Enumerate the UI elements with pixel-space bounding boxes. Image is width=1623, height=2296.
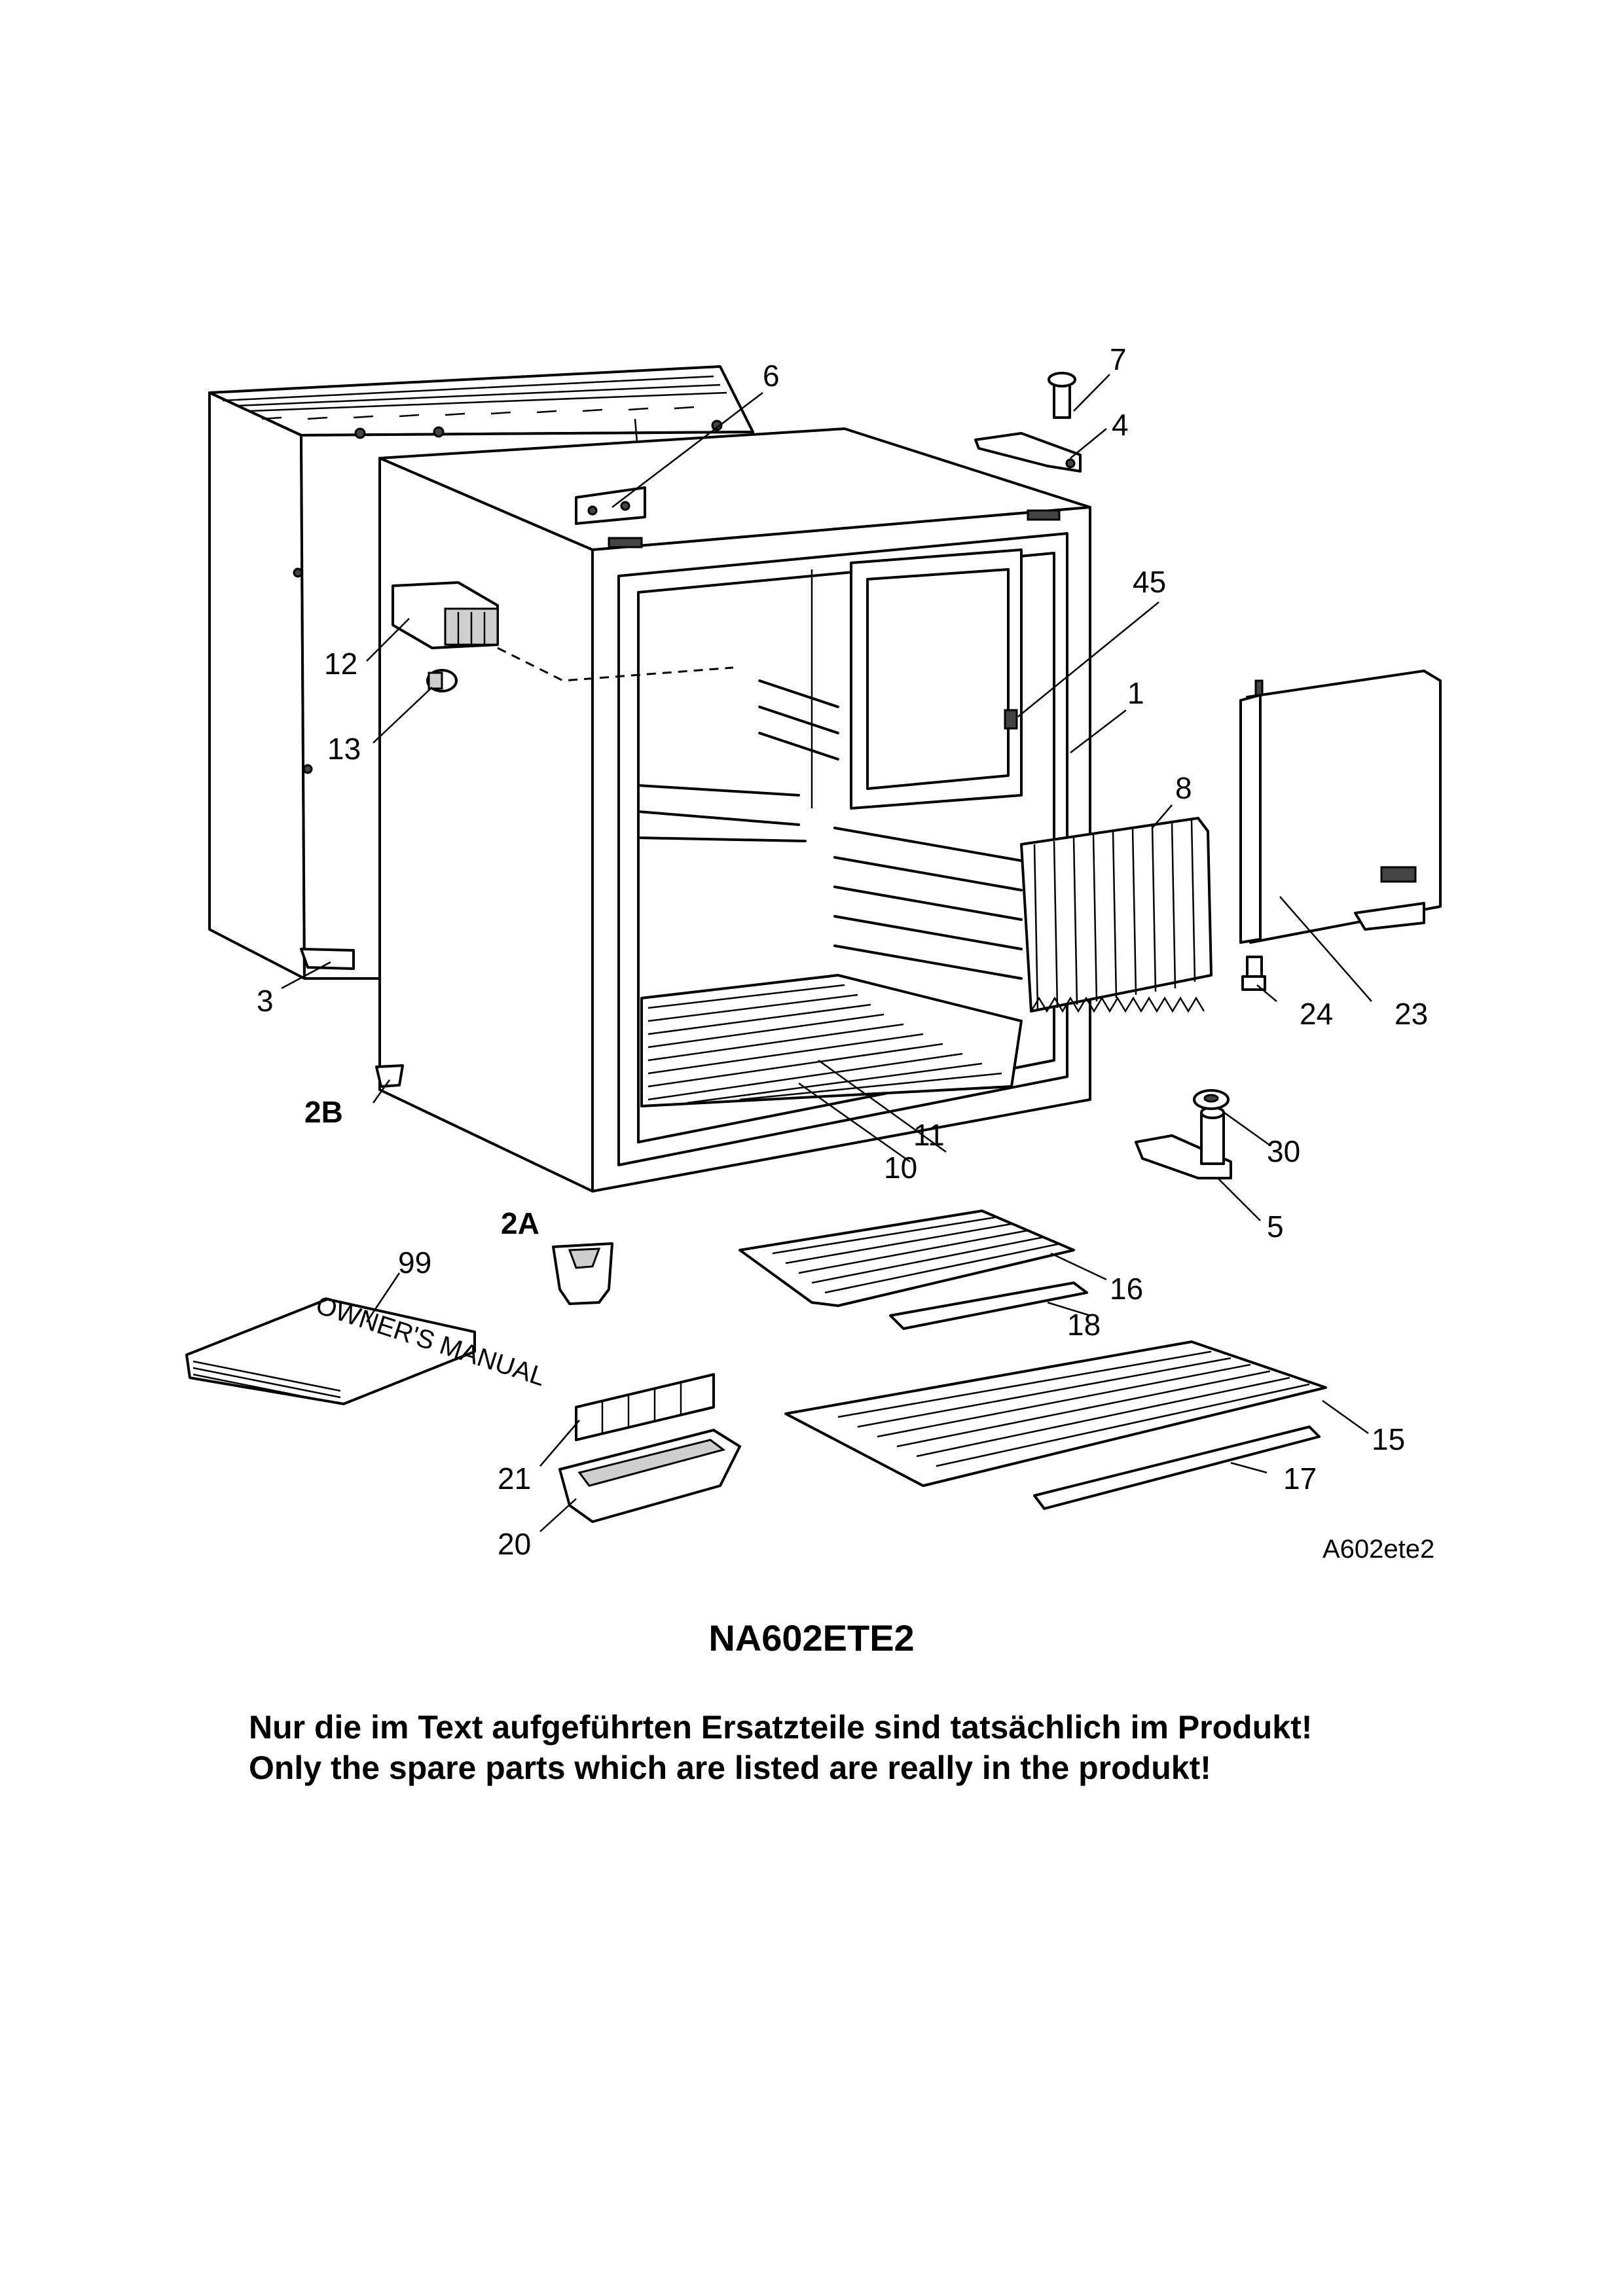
label-part-99: 99 [398,1246,431,1280]
part-labels: 6 7 4 45 1 8 12 13 3 2B 24 23 30 5 11 10… [257,342,1434,1564]
hinge-pin [1048,372,1076,419]
owners-manual: OWNER'S MANUAL [185,1291,549,1405]
small-rail [889,1282,1088,1330]
label-part-8: 8 [1175,771,1192,805]
label-part-17: 17 [1283,1462,1317,1496]
label-part-4: 4 [1112,408,1129,442]
label-part-3: 3 [257,984,274,1018]
label-part-23: 23 [1395,997,1428,1031]
label-part-30: 30 [1267,1134,1300,1168]
label-part-21: 21 [498,1462,531,1496]
label-part-15: 15 [1372,1422,1405,1456]
label-part-2b: 2B [304,1095,343,1129]
upper-hinge [974,432,1082,473]
label-part-12: 12 [324,647,357,681]
cabinet [378,427,1091,1193]
model-title: NA602ETE2 [708,1617,915,1659]
foot-2b [375,1064,404,1088]
label-part-1: 1 [1127,676,1144,710]
outer-casing [208,365,754,980]
note-german: Nur die im Text aufgeführten Ersatzteile… [249,1709,1313,1746]
label-part-16: 16 [1110,1272,1143,1306]
exploded-parts-diagram: OWNER'S MANUAL 6 7 4 45 1 8 12 13 [185,342,1442,1564]
drip-tray [558,1429,741,1523]
thermostat [392,581,499,649]
label-part-45: 45 [1133,565,1166,599]
lower-hinge [1135,1106,1232,1179]
large-shelf [784,1340,1327,1487]
label-part-20: 20 [498,1527,531,1561]
label-part-11: 11 [913,1118,945,1152]
foot-2a [552,1242,613,1305]
drawing-code: A602ete2 [1322,1535,1434,1564]
large-rail [1033,1426,1321,1510]
ice-tray [575,1373,715,1441]
label-part-10: 10 [884,1151,917,1185]
label-part-5: 5 [1267,1210,1284,1244]
label-part-6: 6 [763,359,780,393]
label-part-18: 18 [1067,1308,1101,1342]
door [1239,670,1442,944]
leader-lines [281,374,1372,1532]
small-shelf [739,1210,1075,1307]
washer [1193,1089,1230,1110]
note-english: Only the spare parts which are listed ar… [249,1749,1211,1786]
label-part-2a: 2A [501,1206,539,1240]
door-foot [1241,956,1266,991]
label-part-24: 24 [1300,997,1333,1031]
evaporator [1020,817,1213,1013]
label-part-13: 13 [327,732,361,766]
label-part-7: 7 [1110,342,1127,376]
light-bulb [426,669,458,692]
